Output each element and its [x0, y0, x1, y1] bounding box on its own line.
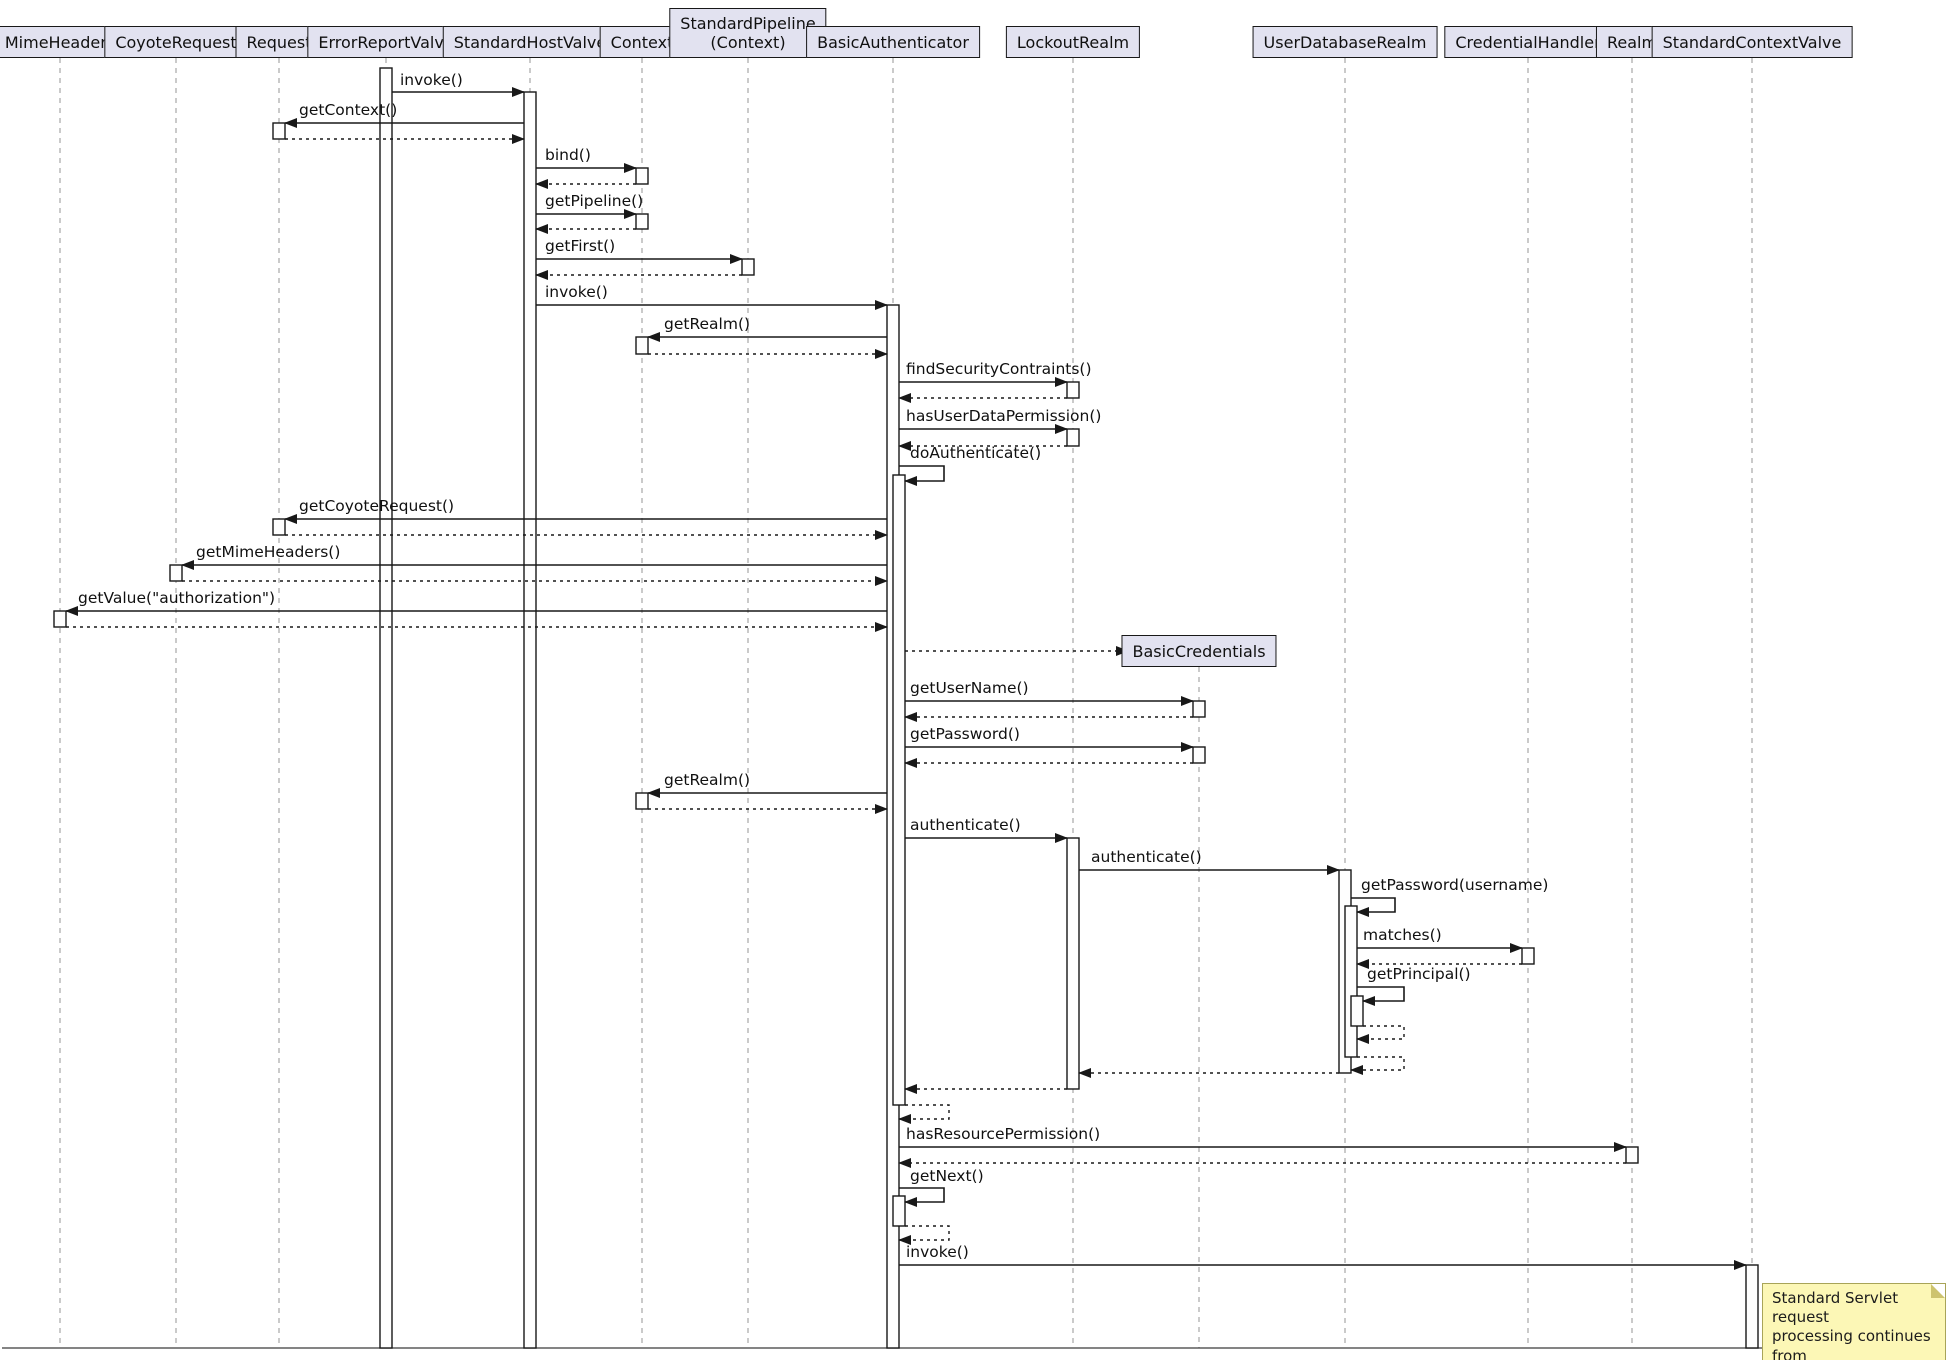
message-label-getnext: getNext() — [910, 1167, 984, 1185]
message-label-getrealm-1: getRealm() — [664, 315, 751, 333]
activation-realm-hasresourcepermission — [1625, 1146, 1639, 1164]
return-getnext-self — [898, 1225, 950, 1245]
participant-label: StandardHostValve — [453, 32, 607, 52]
message-label-getmimeheaders: getMimeHeaders() — [196, 543, 341, 561]
activation-context-getrealm1 — [635, 336, 649, 355]
participant-lockoutrealm: LockoutRealm — [1005, 26, 1141, 58]
participant-credentialhandler: CredentialHandler — [1444, 26, 1612, 58]
arrow-getpassword-username-self — [1351, 897, 1396, 917]
participant-label: StandardContextValve — [1662, 32, 1842, 52]
activation-errorreportvalve — [379, 67, 393, 1349]
activation-lockoutrealm-findsecurity — [1066, 381, 1080, 399]
activation-standardcontextvalve — [1745, 1264, 1759, 1349]
message-label-authenticate-1: authenticate() — [910, 816, 1021, 834]
participant-standardhostvalve: StandardHostValve — [442, 26, 618, 58]
participant-label: BasicAuthenticator — [817, 32, 969, 52]
message-label-findsecuritycontraints: findSecurityContraints() — [906, 360, 1092, 378]
participant-label: Context — [610, 32, 674, 52]
activation-basicauthenticator-getnext — [892, 1195, 906, 1227]
participant-standardpipeline: StandardPipeline(Context) — [669, 8, 827, 58]
message-label-hasuserdatapermission: hasUserDataPermission() — [906, 407, 1102, 425]
participant-label: StandardPipeline — [680, 14, 816, 33]
activation-standardhostvalve — [523, 91, 537, 1349]
activation-context-bind — [635, 167, 649, 185]
message-label-invoke-1: invoke() — [400, 71, 463, 89]
participant-basicauthenticator: BasicAuthenticator — [806, 26, 980, 58]
participant-label: CredentialHandler — [1455, 32, 1601, 52]
note-line: processing continues from — [1772, 1327, 1931, 1360]
activation-lockoutrealm-hasuserdata — [1066, 428, 1080, 447]
message-label-getfirst: getFirst() — [545, 237, 616, 255]
participant-coyoterequest: CoyoteRequest — [104, 26, 248, 58]
activations — [53, 67, 1759, 1349]
message-label-matches: matches() — [1363, 926, 1442, 944]
note-line: Standard Servlet request — [1772, 1289, 1899, 1327]
return-arrows — [66, 134, 1626, 1245]
participant-errorreportvalve: ErrorReportValve — [307, 26, 465, 58]
message-label-getpassword: getPassword() — [910, 725, 1020, 743]
lifelines — [59, 58, 1753, 1348]
participant-sublabel: (Context) — [710, 33, 786, 52]
participant-label: CoyoteRequest — [115, 32, 237, 52]
created-object-basiccredentials: BasicCredentials — [1121, 635, 1277, 667]
message-label-authenticate-2: authenticate() — [1091, 848, 1202, 866]
message-label-getpassword-username: getPassword(username) — [1361, 876, 1549, 894]
message-label-getrealm-2: getRealm() — [664, 771, 751, 789]
activation-request-getcontext — [272, 122, 286, 140]
participant-label: UserDatabaseRealm — [1263, 32, 1427, 52]
message-label-invoke-3: invoke() — [906, 1243, 969, 1261]
message-label-getvalue: getValue("authorization") — [78, 589, 276, 607]
return-getpassword-username-self — [1350, 1056, 1405, 1075]
message-label-getusername: getUserName() — [910, 679, 1029, 697]
activation-pipeline-getfirst — [741, 258, 755, 276]
message-label-getpipeline: getPipeline() — [545, 192, 644, 210]
activation-coyoterequest-getmimeheaders — [169, 564, 183, 582]
return-doauthenticate-self — [898, 1104, 950, 1124]
participant-label: Request — [246, 32, 312, 52]
participant-standardcontextvalve: StandardContextValve — [1651, 26, 1853, 58]
activation-context-getrealm2 — [635, 792, 649, 810]
return-getprincipal-self — [1356, 1025, 1405, 1044]
message-label-hasresourcepermission: hasResourcePermission() — [906, 1125, 1101, 1143]
activation-userdatabaserealm-getpassword — [1344, 905, 1358, 1058]
message-label-getprincipal: getPrincipal() — [1367, 965, 1471, 983]
activation-userdatabaserealm-getprincipal — [1350, 995, 1364, 1027]
activation-basicauthenticator-doauthenticate — [892, 474, 906, 1106]
activation-basiccredentials-getusername — [1192, 700, 1206, 718]
participant-label: MimeHeaders — [4, 32, 116, 52]
arrow-getnext-self — [899, 1187, 945, 1207]
arrow-doauthenticate-self — [899, 465, 945, 486]
activation-credentialhandler-matches — [1521, 947, 1535, 965]
activation-mimeheaders-getvalue — [53, 610, 67, 628]
activation-basiccredentials-getpassword — [1192, 746, 1206, 764]
activation-context-getpipeline — [635, 213, 649, 230]
call-arrows — [65, 87, 1747, 1270]
activation-request-getcoyote — [272, 518, 286, 536]
participant-label: Realm — [1606, 32, 1658, 52]
note-servlet-processing: Standard Servlet request processing cont… — [1762, 1283, 1946, 1360]
message-label-doauthenticate: doAuthenticate() — [910, 444, 1042, 462]
participant-label: ErrorReportValve — [318, 32, 454, 52]
message-label-bind: bind() — [545, 146, 591, 164]
message-label-invoke-2: invoke() — [545, 283, 608, 301]
participant-label: LockoutRealm — [1016, 32, 1130, 52]
arrow-getprincipal-self — [1357, 986, 1405, 1006]
activation-lockoutrealm-authenticate — [1066, 837, 1080, 1090]
message-label-getcoyoterequest: getCoyoteRequest() — [299, 497, 455, 515]
participant-userdatabaserealm: UserDatabaseRealm — [1252, 26, 1438, 58]
message-label-getcontext: getContext() — [299, 101, 398, 119]
participant-label: BasicCredentials — [1132, 641, 1266, 661]
